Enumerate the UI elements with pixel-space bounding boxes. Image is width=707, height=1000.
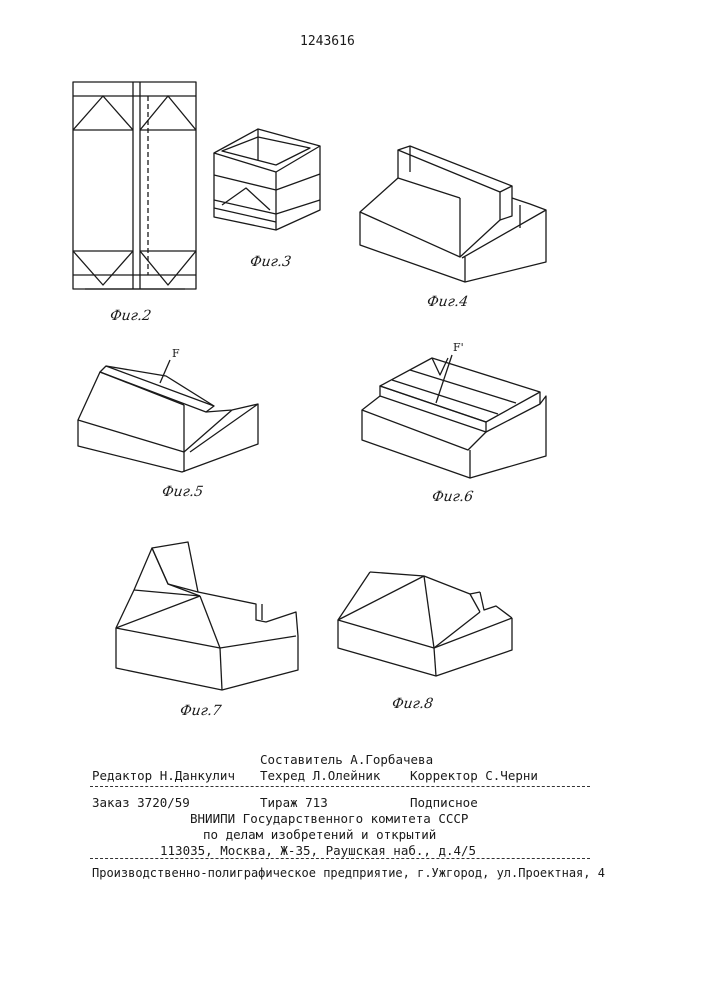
fig2-drawing (73, 82, 196, 289)
fig2-caption: Фиг.2 (109, 308, 152, 324)
fig6-band-label: F' (453, 342, 464, 354)
circulation-line: Тираж 713 (260, 796, 328, 810)
fig3-caption: Фиг.3 (249, 254, 292, 270)
fig7-drawing (116, 542, 298, 690)
fig6-caption: Фиг.6 (431, 489, 474, 505)
org-line-2: по делам изобретений и открытий (203, 828, 436, 842)
fig4-drawing (360, 146, 546, 282)
fig5-drawing (78, 360, 258, 472)
corrector-line: Корректор С.Черни (410, 769, 538, 783)
fig8-caption: Фиг.8 (391, 696, 434, 712)
editor-line: Редактор Н.Данкулич (92, 769, 235, 783)
printer-line: Производственно-полиграфическое предприя… (92, 866, 605, 880)
order-line: Заказ 3720/59 (92, 796, 190, 810)
fig3-drawing (214, 129, 320, 230)
techred-line: Техред Л.Олейник (260, 769, 380, 783)
fig5-flap-label: F (172, 348, 180, 360)
subscription-line: Подписное (410, 796, 478, 810)
compiler-line: Составитель А.Горбачева (260, 753, 433, 767)
imprint-divider-2 (90, 858, 590, 859)
org-line-1: ВНИИПИ Государственного комитета СССР (190, 812, 468, 826)
fig6-drawing (362, 355, 546, 478)
address-line: 113035, Москва, Ж-35, Раушская наб., д.4… (160, 844, 476, 858)
fig8-drawing (338, 572, 512, 676)
fig7-caption: Фиг.7 (179, 703, 222, 719)
fig4-caption: Фиг.4 (426, 294, 469, 310)
fig5-caption: Фиг.5 (161, 484, 204, 500)
imprint-divider-1 (90, 786, 590, 787)
